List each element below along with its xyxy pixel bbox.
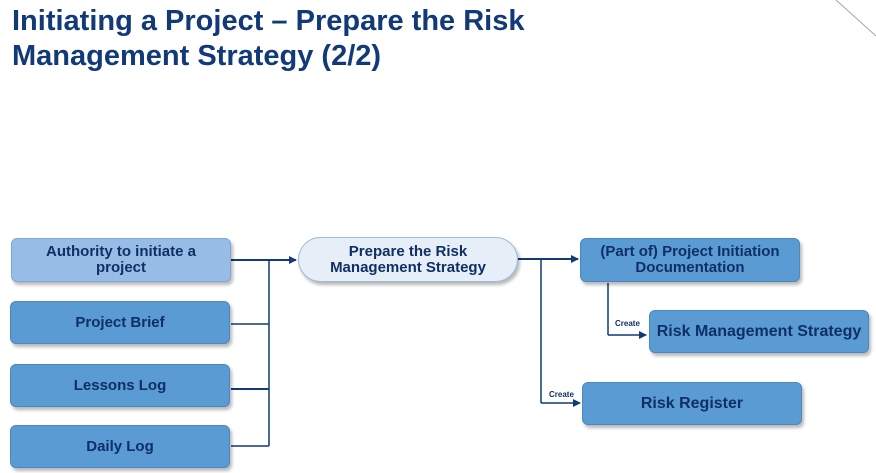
page-title: Initiating a Project – Prepare the Risk … [12, 4, 712, 74]
output-register-label: Risk Register [640, 394, 744, 412]
input-lessons-label: Lessons Log [73, 376, 167, 394]
output-risk-management-strategy: Risk Management Strategy [649, 310, 869, 353]
input-brief-label: Project Brief [75, 313, 165, 331]
input-daily-log: Daily Log [10, 425, 230, 468]
process-prepare-risk-strategy: Prepare the Risk Management Strategy [298, 237, 518, 282]
title-line-2: Management Strategy (2/2) [12, 40, 382, 72]
process-label: Prepare the Risk Management Strategy [330, 242, 486, 276]
input-authority-to-initiate: Authority to initiate a project [11, 238, 231, 282]
output-project-initiation-documentation: (Part of) Project Initiation Documentati… [580, 238, 800, 282]
output-pid-label: (Part of) Project Initiation Documentati… [600, 243, 780, 276]
input-lessons-log: Lessons Log [10, 364, 230, 407]
create-label-strategy: Create [615, 319, 640, 328]
output-strategy-label: Risk Management Strategy [656, 322, 862, 340]
title-line-1: Initiating a Project – Prepare the Risk [12, 5, 525, 37]
output-risk-register: Risk Register [582, 382, 802, 425]
input-authority-label: Authority to initiate a project [46, 243, 196, 276]
input-daily-label: Daily Log [86, 437, 154, 455]
create-label-register: Create [549, 390, 574, 399]
input-project-brief: Project Brief [10, 301, 230, 344]
